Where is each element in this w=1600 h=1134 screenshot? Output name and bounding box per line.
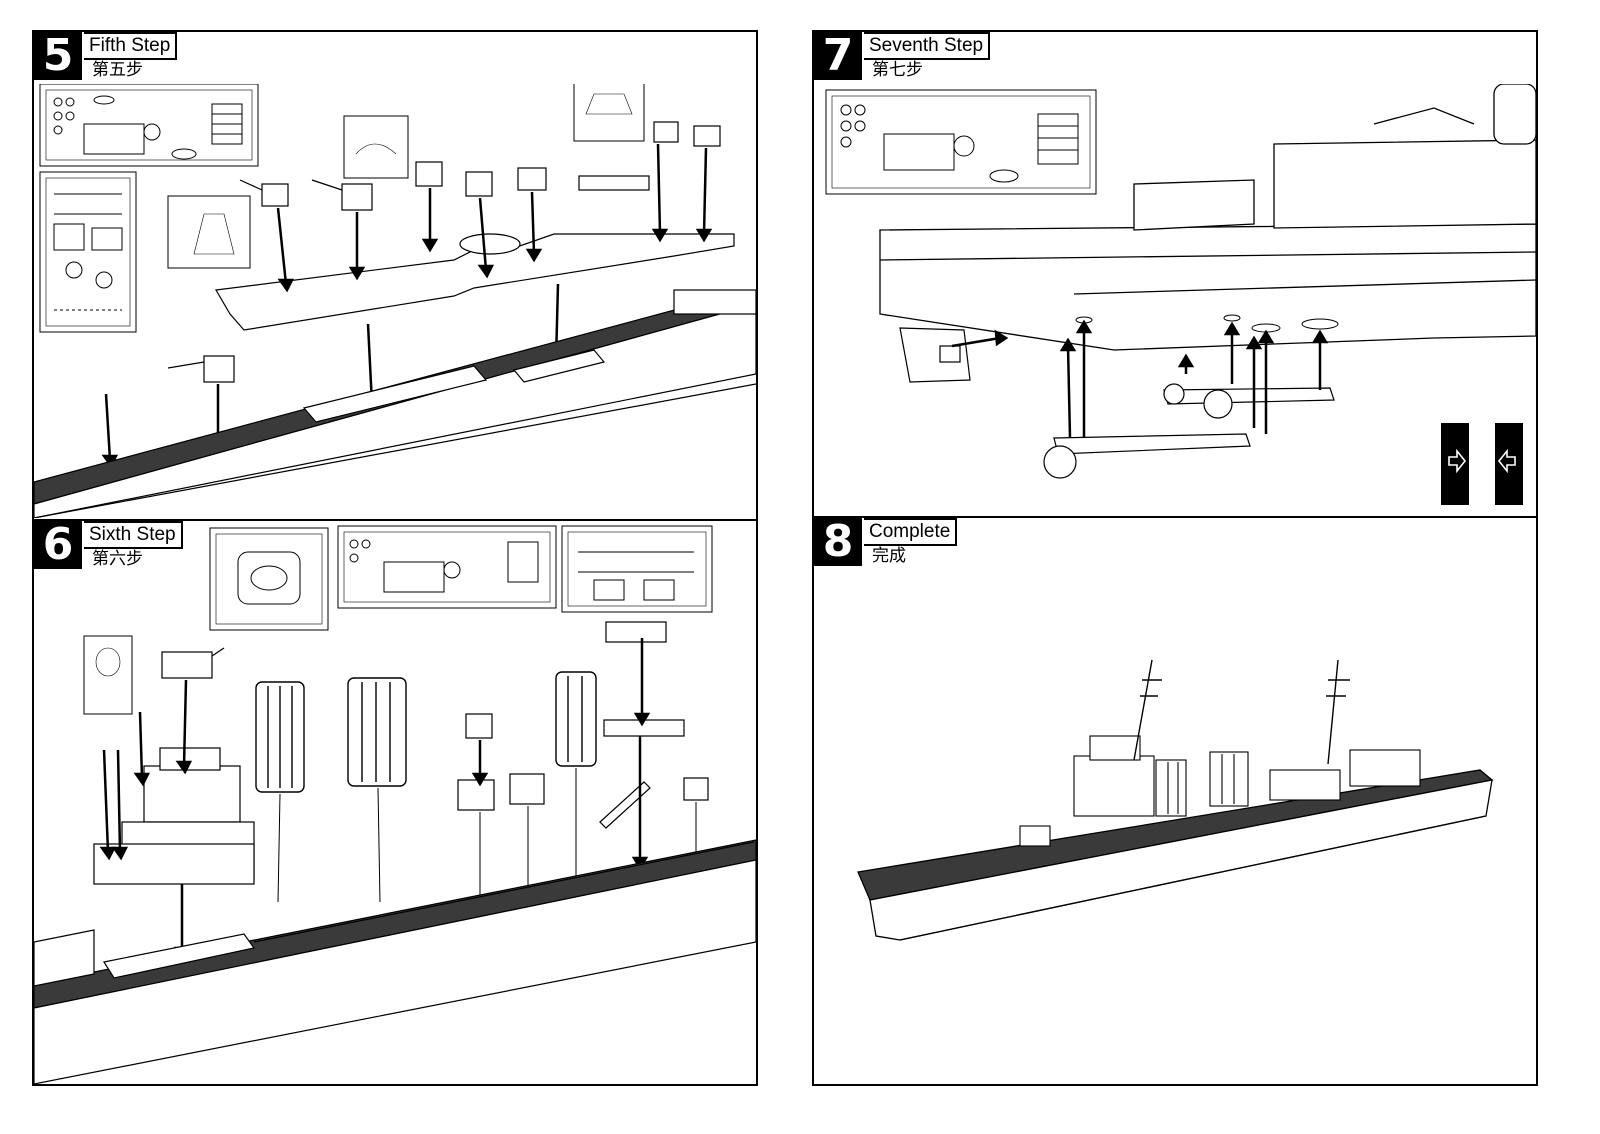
step-6-subtitle: 第六步: [92, 549, 143, 569]
photo-etch-sheet-f: [825, 89, 1097, 195]
arrow-right-icon: [1448, 448, 1467, 474]
placement-arrows: [951, 319, 1329, 439]
insertion-direction-badge: [1441, 423, 1523, 505]
photo-etch-sheet-d: [337, 525, 557, 609]
step-7-illustration: [814, 84, 1536, 514]
photo-etch-sheet-e: [561, 525, 713, 613]
step-5-title: Fifth Step: [84, 32, 178, 60]
completed-ship-illustration: [840, 640, 1520, 960]
step-8-number: 8: [814, 518, 862, 566]
ship-superstructure: [1019, 735, 1421, 847]
step-7-title: Seventh Step: [864, 32, 991, 60]
hull-profile: [879, 84, 1536, 351]
ship-masts: [1133, 659, 1350, 765]
detail-callout-mast: [83, 635, 133, 715]
step-6-title: Sixth Step: [84, 521, 183, 549]
step-5-number: 5: [34, 32, 82, 80]
ship-hull: [857, 769, 1494, 941]
step-7-subtitle: 第七步: [872, 60, 923, 80]
strut-pads: [1075, 314, 1339, 333]
step-6-illustration: [34, 522, 756, 1084]
left-panel-frame: [32, 30, 758, 1086]
step-5-subtitle: 第五步: [92, 60, 143, 80]
rudder-part: [899, 327, 971, 383]
superstructure-part: [215, 175, 735, 331]
right-panel-frame: [812, 30, 1538, 1086]
left-panel-divider: [32, 519, 758, 521]
right-panel-divider: [812, 516, 1538, 518]
step-7-number: 7: [814, 32, 862, 80]
photo-etch-sheet-a: [39, 84, 259, 167]
step-8-title: Complete: [864, 518, 958, 546]
hull-deck: [34, 289, 756, 518]
photo-etch-sheet-b: [39, 171, 137, 333]
photo-etch-sheet-c: [209, 527, 329, 631]
step-5-illustration: [34, 84, 756, 518]
detail-callout-boxes: [167, 84, 645, 269]
propeller-shafts: [1043, 383, 1335, 479]
arrow-left-icon: [1497, 448, 1516, 474]
funnels: [255, 671, 597, 793]
gun-turrets: [167, 121, 721, 383]
step-6-number: 6: [34, 521, 82, 569]
guide-lines: [277, 768, 697, 903]
hull-side: [34, 839, 756, 1084]
step-8-subtitle: 完成: [872, 546, 906, 566]
